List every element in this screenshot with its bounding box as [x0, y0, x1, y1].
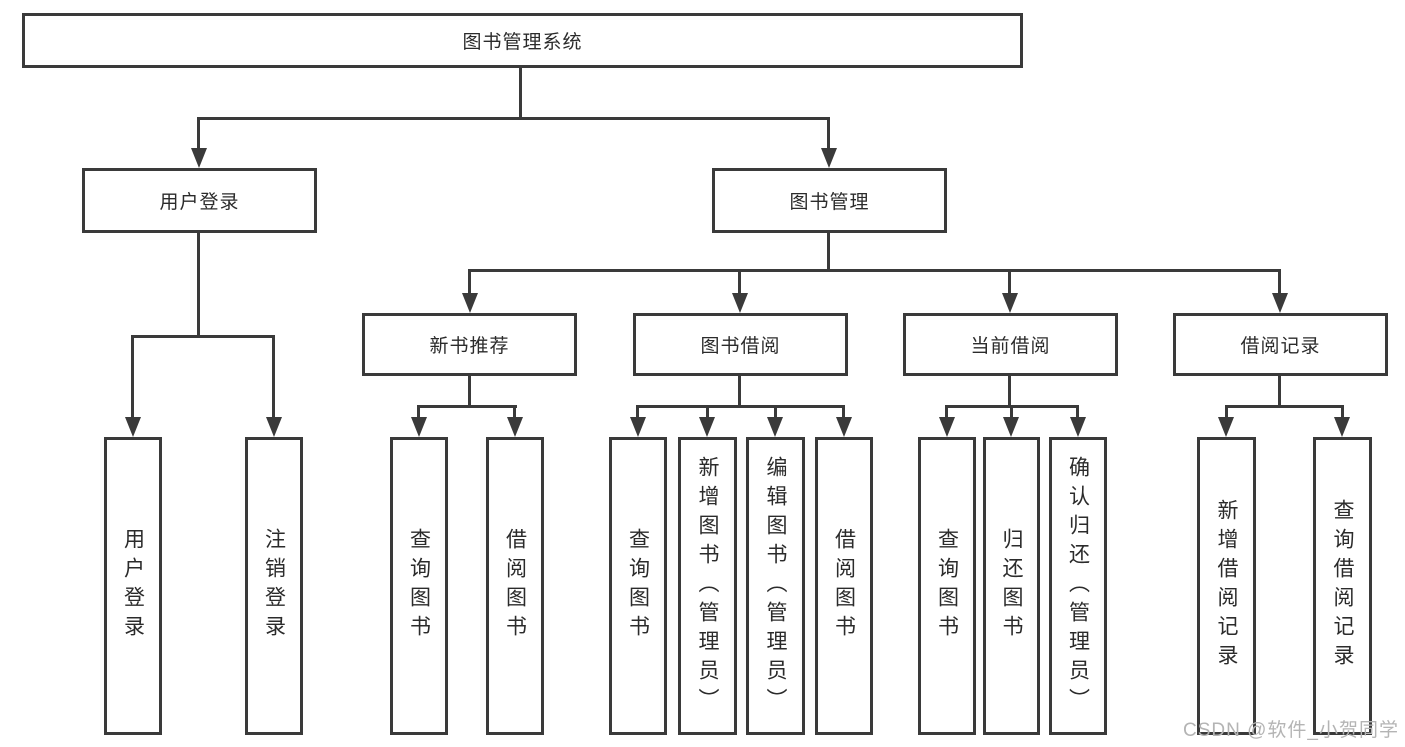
connector-line — [468, 269, 1281, 272]
connector-line — [197, 117, 830, 120]
node-root-label: 图书管理系统 — [462, 32, 583, 53]
arrowhead-down-icon — [732, 293, 748, 313]
connector-line — [1010, 406, 1013, 420]
connector-line — [636, 406, 639, 420]
leaf-logout-label: 注销登录 — [262, 528, 286, 644]
connector-line — [1008, 376, 1011, 407]
connector-line — [945, 406, 948, 420]
arrowhead-down-icon — [1272, 293, 1288, 313]
leaf-query-books-borrowing: 查询图书 — [609, 437, 667, 735]
leaf-logout: 注销登录 — [245, 437, 303, 735]
arrowhead-down-icon — [767, 417, 783, 437]
leaf-query-books-current: 查询图书 — [918, 437, 976, 735]
connector-line — [706, 406, 709, 420]
connector-line — [827, 233, 830, 271]
connector-line — [774, 406, 777, 420]
arrowhead-down-icon — [462, 293, 478, 313]
arrowhead-down-icon — [630, 417, 646, 437]
node-book-management: 图书管理 — [712, 168, 947, 233]
leaf-return-books-label: 归还图书 — [1000, 528, 1023, 644]
connector-line — [738, 376, 741, 407]
arrowhead-down-icon — [836, 417, 852, 437]
leaf-borrow-books-recommend: 借阅图书 — [486, 437, 544, 735]
node-new-book-recommendation-label: 新书推荐 — [429, 336, 510, 357]
connector-line — [842, 406, 845, 420]
connector-line — [1278, 270, 1281, 295]
leaf-query-books-recommend: 查询图书 — [390, 437, 448, 735]
arrowhead-down-icon — [1003, 417, 1019, 437]
connector-line — [519, 68, 522, 118]
connector-line — [468, 376, 471, 407]
leaf-return-books: 归还图书 — [983, 437, 1040, 735]
arrowhead-down-icon — [699, 417, 715, 437]
connector-line — [827, 118, 830, 150]
leaf-query-books-borrowing-label: 查询图书 — [626, 528, 650, 644]
leaf-borrow-books-recommend-label: 借阅图书 — [503, 528, 527, 644]
connector-line — [468, 270, 471, 295]
arrowhead-down-icon — [1218, 417, 1234, 437]
connector-line — [1008, 270, 1011, 295]
connector-line — [738, 270, 741, 295]
node-user-login-label: 用户登录 — [159, 192, 240, 213]
connector-line — [1225, 406, 1228, 420]
leaf-add-books-admin: 新增图书（管理员） — [678, 437, 737, 735]
connector-line — [513, 406, 516, 420]
node-book-borrowing: 图书借阅 — [633, 313, 848, 376]
connector-line — [131, 335, 275, 338]
leaf-user-login: 用户登录 — [104, 437, 162, 735]
leaf-user-login-label: 用户登录 — [121, 528, 145, 644]
connector-line — [197, 233, 200, 337]
connector-line — [417, 405, 517, 408]
leaf-add-borrow-record: 新增借阅记录 — [1197, 437, 1256, 735]
connector-line — [636, 405, 845, 408]
arrowhead-down-icon — [507, 417, 523, 437]
node-root-library-system: 图书管理系统 — [22, 13, 1023, 68]
leaf-edit-books-admin-label: 编辑图书（管理员） — [764, 455, 787, 717]
connector-line — [197, 118, 200, 150]
arrowhead-down-icon — [1002, 293, 1018, 313]
arrowhead-down-icon — [411, 417, 427, 437]
node-book-borrowing-label: 图书借阅 — [700, 336, 781, 357]
leaf-query-books-current-label: 查询图书 — [935, 528, 959, 644]
leaf-add-books-admin-label: 新增图书（管理员） — [696, 455, 719, 717]
node-user-login: 用户登录 — [82, 168, 317, 233]
leaf-confirm-return-admin: 确认归还（管理员） — [1049, 437, 1107, 735]
node-book-management-label: 图书管理 — [789, 192, 870, 213]
leaf-confirm-return-admin-label: 确认归还（管理员） — [1066, 455, 1090, 717]
node-borrowing-records-label: 借阅记录 — [1240, 336, 1321, 357]
arrowhead-down-icon — [191, 148, 207, 168]
node-borrowing-records: 借阅记录 — [1173, 313, 1388, 376]
arrowhead-down-icon — [125, 417, 141, 437]
node-new-book-recommendation: 新书推荐 — [362, 313, 577, 376]
node-current-borrowing: 当前借阅 — [903, 313, 1118, 376]
node-current-borrowing-label: 当前借阅 — [970, 336, 1051, 357]
leaf-edit-books-admin: 编辑图书（管理员） — [746, 437, 805, 735]
connector-line — [1341, 406, 1344, 420]
csdn-watermark: CSDN @软件_小贺同学 — [1183, 720, 1399, 741]
leaf-add-borrow-record-label: 新增借阅记录 — [1215, 499, 1238, 673]
connector-line — [131, 336, 134, 419]
arrowhead-down-icon — [1334, 417, 1350, 437]
arrowhead-down-icon — [1070, 417, 1086, 437]
connector-line — [417, 406, 420, 420]
connector-line — [1225, 405, 1344, 408]
connector-line — [1278, 376, 1281, 407]
leaf-borrow-books-label: 借阅图书 — [832, 528, 856, 644]
connector-line — [272, 336, 275, 419]
connector-line — [1076, 406, 1079, 420]
arrowhead-down-icon — [821, 148, 837, 168]
leaf-query-borrow-record-label: 查询借阅记录 — [1331, 499, 1354, 673]
leaf-query-borrow-record: 查询借阅记录 — [1313, 437, 1372, 735]
leaf-borrow-books: 借阅图书 — [815, 437, 873, 735]
leaf-query-books-recommend-label: 查询图书 — [407, 528, 431, 644]
arrowhead-down-icon — [266, 417, 282, 437]
arrowhead-down-icon — [939, 417, 955, 437]
